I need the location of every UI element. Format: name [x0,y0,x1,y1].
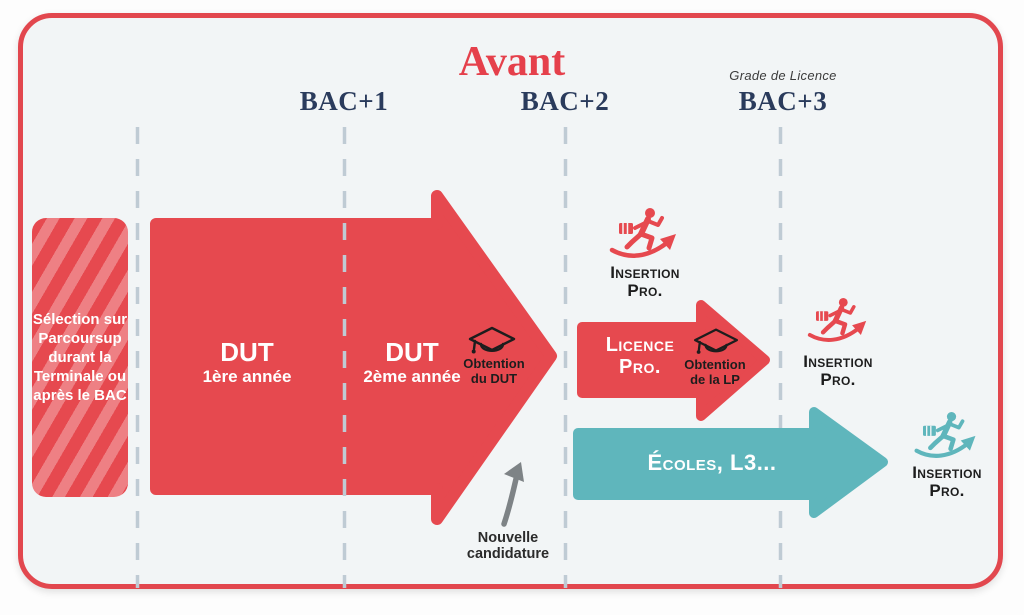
nouvelle-candidature-label: Nouvelle candidature [466,530,550,563]
licence-pro-label: Licence Pro. [605,334,675,379]
column-header-bac3: BAC+3 [738,86,828,116]
dut-year2-subtitle: 2ème année [363,367,461,386]
licence-pro-arrow [577,300,770,421]
new-application-arrowhead [504,462,524,482]
insertion-pro-label-3: Insertion Pro. [912,463,982,501]
grade-de-licence-note: Grade de Licence [729,68,837,83]
dut-year1-title: DUT [220,337,274,367]
parcoursup-selection-box: Sélection sur Parcoursup durant la Termi… [32,218,128,497]
dut-year1-subtitle: 1ère année [202,367,292,386]
insertion-pro-runner-icon-1 [612,208,676,256]
insertion-pro-runner-icon-3 [917,412,976,456]
dut-pathway-arrow [150,190,557,525]
column-header-bac2: BAC+2 [520,86,610,116]
page-title: Avant [458,39,566,85]
insertion-pro-label-1: Insertion Pro. [610,263,680,301]
ecoles-l3-label: Écoles, L3... [647,450,777,475]
ecoles-l3-arrow [573,407,888,518]
insertion-pro-runner-icon-2 [810,298,866,340]
insertion-pro-label-2: Insertion Pro. [803,352,873,390]
dut-year2-title: DUT [385,337,439,367]
new-application-arrow-icon [501,476,519,527]
column-header-bac1: BAC+1 [299,86,389,116]
obtention-lp-label: Obtention de la LP [684,357,746,388]
parcoursup-selection-label: Sélection sur Parcoursup durant la Termi… [32,310,128,405]
obtention-dut-label: Obtention du DUT [463,356,525,387]
